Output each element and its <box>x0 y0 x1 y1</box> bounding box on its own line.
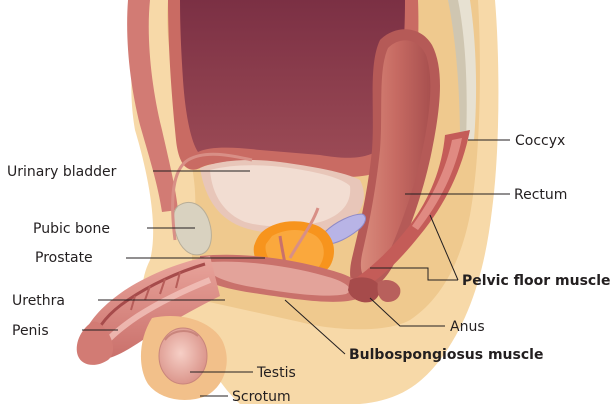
label-urinary-bladder: Urinary bladder <box>7 164 117 180</box>
label-scrotum: Scrotum <box>232 389 291 404</box>
label-coccyx: Coccyx <box>515 133 565 149</box>
label-rectum: Rectum <box>514 187 567 203</box>
label-pubic-bone: Pubic bone <box>33 221 110 237</box>
label-prostate: Prostate <box>35 250 93 266</box>
label-urethra: Urethra <box>12 293 65 309</box>
testis <box>159 328 207 384</box>
label-penis: Penis <box>12 323 49 339</box>
label-pelvic-floor-muscles: Pelvic floor muscles <box>462 273 610 289</box>
label-bulbospongiosus-muscle: Bulbospongiosus muscle <box>349 347 543 363</box>
label-testis: Testis <box>256 365 296 381</box>
label-anus: Anus <box>450 319 485 335</box>
